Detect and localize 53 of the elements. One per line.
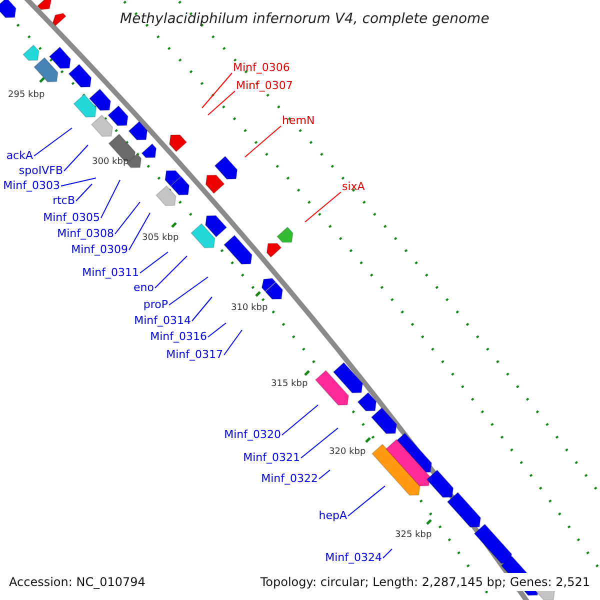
gene-label: spoIVFB: [18, 163, 63, 179]
leader-line: [168, 276, 208, 306]
leader-line: [100, 180, 120, 218]
leader-line: [244, 126, 282, 158]
scale-label: 320 kbp: [329, 447, 366, 458]
leader-line: [140, 252, 168, 274]
gene-label: Minf_0305: [43, 210, 100, 226]
leader-line: [34, 128, 72, 156]
leader-line: [208, 322, 226, 338]
leader-line: [282, 404, 318, 436]
gene-label: eno: [134, 280, 154, 296]
leader-line: [64, 144, 88, 172]
leader-line: [128, 212, 150, 250]
gene-label: sixA: [342, 179, 365, 195]
leader-line: [304, 192, 342, 222]
genome-summary-text: Topology: circular; Length: 2,287,145 bp; Genes: 2,521: [258, 573, 592, 591]
scale-label: 310 kbp: [231, 303, 268, 314]
gene-label: Minf_0321: [243, 450, 300, 466]
gene-label: Minf_0307: [236, 78, 293, 94]
leader-line: [382, 548, 392, 558]
gene-label: rtcB: [52, 193, 75, 209]
gene-label: Minf_0324: [325, 550, 382, 566]
gene-label: Minf_0316: [150, 329, 207, 345]
leader-line: [208, 90, 236, 116]
gene-label: ackA: [6, 148, 33, 164]
leader-line: [202, 72, 232, 108]
gene-label: Minf_0309: [71, 242, 128, 258]
gene-label: hemN: [282, 113, 315, 129]
leader-line: [154, 256, 188, 288]
gene-label: Minf_0314: [134, 313, 191, 329]
leader-line: [192, 296, 212, 322]
leader-line: [224, 330, 242, 356]
leader-line: [318, 470, 330, 480]
leader-line: [348, 486, 386, 516]
scale-label: 305 kbp: [142, 233, 179, 244]
leader-line: [114, 202, 140, 234]
gene-label: Minf_0308: [57, 226, 114, 242]
gene-label: Minf_0303: [3, 178, 60, 194]
scale-label: 325 kbp: [395, 530, 432, 541]
gene-label: Minf_0317: [166, 347, 223, 363]
scale-label: 315 kbp: [271, 379, 308, 390]
leader-line: [300, 428, 338, 458]
gene-label: Minf_0322: [261, 471, 318, 487]
scale-label: 300 kbp: [92, 157, 129, 168]
leader-line: [76, 184, 92, 202]
gene-label: proP: [143, 297, 168, 313]
scale-label: 295 kbp: [8, 90, 45, 101]
gene-label: hepA: [318, 508, 347, 524]
gene-label: Minf_0320: [224, 427, 281, 443]
gene-label: Minf_0306: [233, 60, 290, 76]
gene-label: Minf_0311: [82, 265, 139, 281]
leader-line: [60, 178, 96, 186]
diagram-title: Methylacidiphilum infernorum V4, complete genome: [120, 10, 490, 29]
